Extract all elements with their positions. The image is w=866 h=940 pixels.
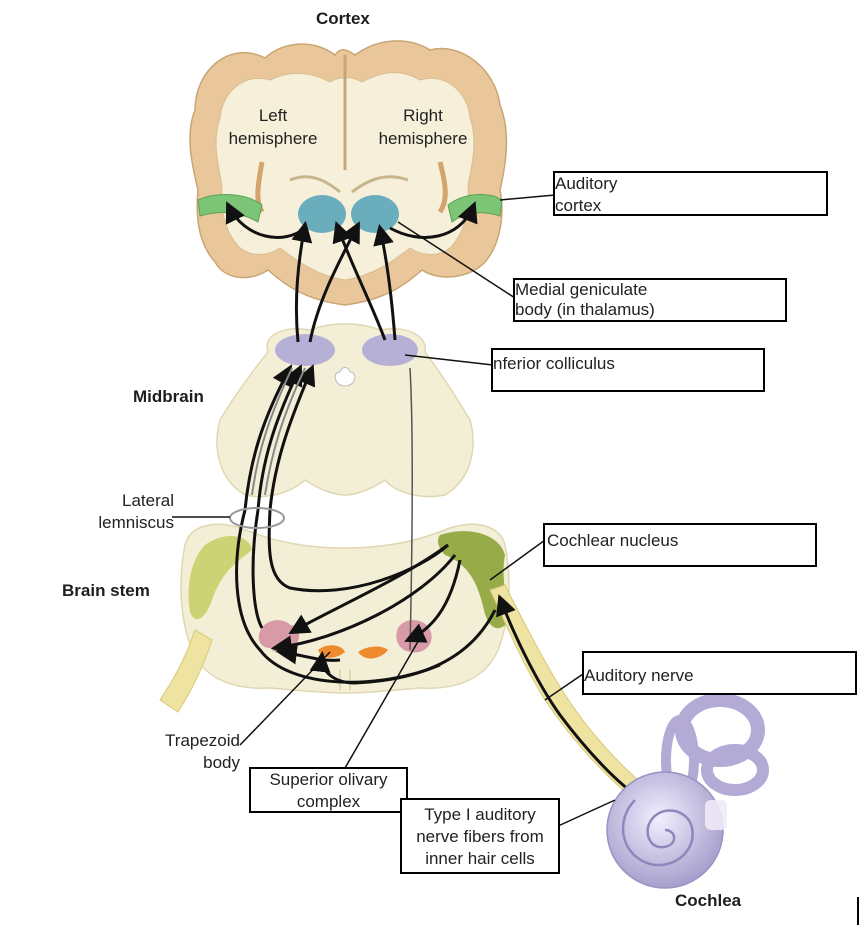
medial-geniculate-text: Medial geniculate body (in thalamus)	[515, 280, 655, 319]
auditory-nerve-text: Auditory nerve	[584, 666, 694, 685]
cortex-section	[189, 40, 508, 306]
inferior-colliculus-box: nferior colliculus	[491, 348, 765, 392]
cochlea-illustration	[606, 693, 769, 889]
type1-fibers-box: Type I auditory nerve fibers from inner …	[400, 798, 560, 874]
cortex-white-matter	[215, 72, 475, 281]
auditory-nerve-box: Auditory nerve	[582, 651, 857, 695]
auditory-cortex-text: Auditory cortex	[555, 174, 618, 215]
superior-olivary-box: Superior olivary complex	[249, 767, 408, 813]
cochlea-label: Cochlea	[675, 891, 742, 910]
brain-stem-label: Brain stem	[62, 581, 150, 600]
lateral-lemniscus-ring	[229, 507, 285, 529]
cochlear-nucleus-text: Cochlear nucleus	[547, 531, 679, 550]
inferior-colliculus-text: nferior colliculus	[493, 354, 615, 373]
auditory-cortex-box: Auditory cortex	[553, 171, 828, 216]
lateral-lemniscus-label: Lateral lemniscus	[98, 491, 174, 532]
left-hemisphere-label: Left hemisphere	[228, 106, 318, 148]
trapezoid-body-label: Trapezoid body	[165, 731, 240, 772]
right-hemisphere-label: Right hemisphere	[378, 106, 468, 148]
right-medial-geniculate	[351, 195, 399, 233]
right-inferior-colliculus	[362, 334, 418, 366]
brainstem-section	[159, 523, 510, 713]
cortex-label: Cortex	[316, 9, 370, 28]
leader-lines	[172, 194, 616, 833]
pathway-arrows	[225, 201, 497, 685]
cochlear-nucleus-box: Cochlear nucleus	[543, 523, 817, 567]
midbrain-label: Midbrain	[133, 387, 204, 406]
medial-geniculate-box: Medial geniculate body (in thalamus)	[513, 278, 787, 322]
type1-fibers-text: Type I auditory nerve fibers from inner …	[416, 805, 544, 868]
left-inferior-colliculus	[275, 334, 335, 366]
superior-olivary-text: Superior olivary complex	[269, 770, 388, 811]
